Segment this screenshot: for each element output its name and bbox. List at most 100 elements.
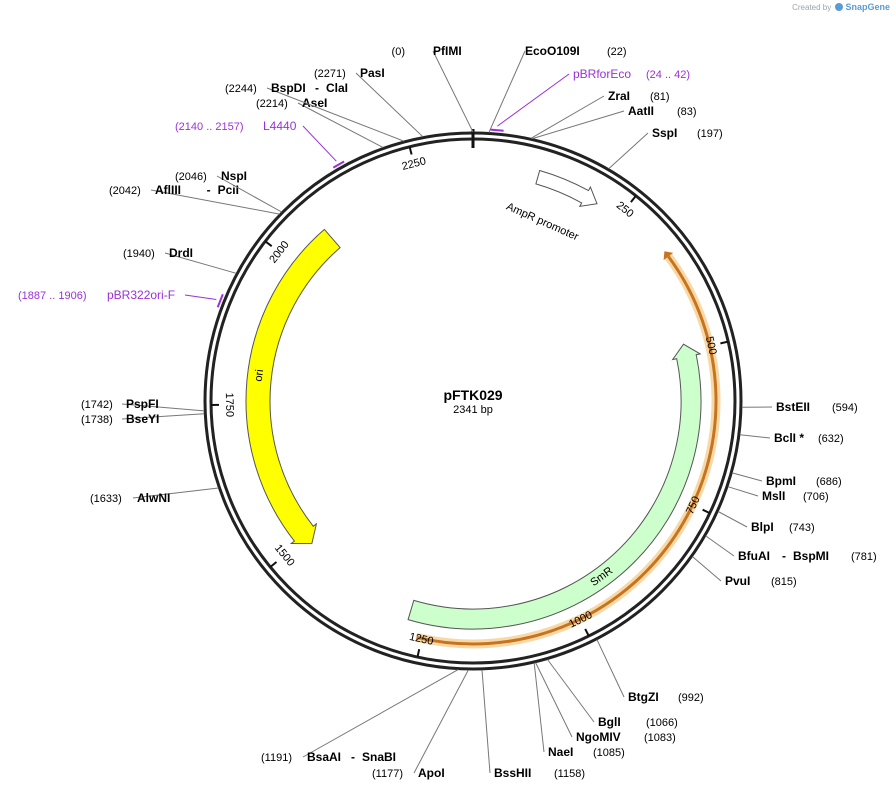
enzyme-position: (1085) bbox=[593, 747, 625, 759]
enzyme-dash: - bbox=[782, 549, 786, 563]
orf-arrowhead bbox=[663, 251, 674, 261]
site-leader-line bbox=[727, 486, 759, 497]
primer-site[interactable]: pBR322ori-F (1887 .. 1906) bbox=[18, 288, 224, 308]
enzyme-name: NaeI bbox=[548, 745, 573, 759]
plasmid-name: pFTK029 bbox=[443, 387, 502, 403]
enzyme-site[interactable]: BspDI-ClaI(2244) bbox=[225, 81, 404, 142]
tick-label: 1000 bbox=[567, 609, 594, 631]
enzyme-name: MslI bbox=[762, 489, 785, 503]
enzyme-name-2: ClaI bbox=[326, 81, 348, 95]
enzyme-site[interactable]: NspI(2046) bbox=[175, 169, 282, 213]
site-leader-line bbox=[216, 175, 282, 213]
feature-ori[interactable] bbox=[245, 228, 341, 545]
enzyme-site[interactable]: BtgZI(992) bbox=[596, 639, 704, 704]
primer-site[interactable]: pBRforEco(24 .. 42) bbox=[490, 67, 691, 132]
enzyme-site[interactable]: DrdI(1940) bbox=[123, 246, 237, 274]
site-leader-line bbox=[432, 50, 474, 133]
tick-label: 1500 bbox=[272, 542, 297, 569]
site-leader-line bbox=[150, 189, 280, 215]
feature-amp-promoter[interactable] bbox=[535, 169, 598, 208]
primer-range: (1887 .. 1906) bbox=[18, 290, 87, 302]
enzyme-name: NgoMIV bbox=[576, 730, 621, 744]
feature-label-amp-promoter: AmpR promoter bbox=[504, 201, 580, 244]
tick-mark bbox=[720, 340, 729, 345]
enzyme-name: AlwNI bbox=[137, 491, 170, 505]
enzyme-name: BseYI bbox=[126, 412, 159, 426]
enzyme-name: AatII bbox=[628, 104, 654, 118]
enzyme-site[interactable]: BlpI(743) bbox=[717, 511, 815, 535]
enzyme-site[interactable]: PvuI(815) bbox=[692, 556, 797, 588]
tick-label: 500 bbox=[703, 335, 719, 356]
enzyme-name: AseI bbox=[302, 96, 327, 110]
enzyme-position: (743) bbox=[789, 522, 815, 534]
site-leader-line bbox=[132, 487, 219, 499]
enzyme-site[interactable]: EcoO109I(22) bbox=[488, 44, 627, 133]
enzyme-site[interactable]: BpmI(686) bbox=[732, 472, 842, 488]
enzyme-site[interactable]: ApoI(1177) bbox=[372, 669, 469, 780]
snapgene-credit: Created by SnapGene bbox=[792, 2, 890, 12]
enzyme-position: (1633) bbox=[90, 493, 122, 505]
enzyme-name: BspDI bbox=[271, 81, 306, 95]
enzyme-name: ApoI bbox=[418, 766, 445, 780]
primer-name: L4440 bbox=[263, 119, 297, 133]
enzyme-site[interactable]: SspI(197) bbox=[608, 126, 723, 170]
enzyme-site[interactable]: AatII(83) bbox=[532, 104, 697, 140]
enzyme-site[interactable]: NaeI (1085) bbox=[533, 662, 625, 759]
primer-site[interactable]: L4440 (2140 .. 2157) bbox=[175, 119, 345, 169]
enzyme-site[interactable]: ZraI(81) bbox=[530, 89, 670, 139]
primer-leader-line bbox=[302, 125, 337, 162]
feature-smr[interactable] bbox=[407, 343, 702, 630]
enzyme-position: (1738) bbox=[81, 414, 113, 426]
enzyme-position: (2214) bbox=[256, 98, 288, 110]
enzyme-site[interactable]: BfuAI-BspMI(781) bbox=[705, 535, 877, 563]
primer-range: (2140 .. 2157) bbox=[175, 121, 244, 133]
enzyme-site[interactable]: PasI(2271) bbox=[314, 66, 424, 138]
enzyme-name-2: BspMI bbox=[793, 549, 829, 563]
enzyme-site[interactable]: BssHII(1158) bbox=[481, 669, 585, 780]
enzyme-position: (197) bbox=[697, 128, 723, 140]
enzyme-name: PspFI bbox=[126, 397, 159, 411]
snapgene-logo-icon bbox=[835, 3, 844, 11]
enzyme-name: DrdI bbox=[169, 246, 193, 260]
tick-label: 1250 bbox=[408, 631, 434, 648]
enzyme-position: (992) bbox=[678, 692, 704, 704]
site-leader-line bbox=[164, 252, 237, 274]
site-label-layer[interactable]: PfIMI(0)EcoO109I(22)ZraI(81)AatII(83)Ssp… bbox=[18, 44, 877, 780]
enzyme-name: ZraI bbox=[608, 89, 630, 103]
enzyme-site[interactable]: PspFI(1742) bbox=[81, 397, 205, 412]
enzyme-site[interactable]: BsaAI-SnaBI(1191) bbox=[261, 669, 459, 764]
enzyme-site[interactable]: NgoMIV(1083) bbox=[535, 662, 676, 744]
enzyme-dash: - bbox=[207, 183, 211, 197]
site-leader-line bbox=[121, 403, 205, 412]
site-leader-line bbox=[297, 102, 384, 148]
site-leader-line bbox=[547, 659, 595, 723]
enzyme-site[interactable]: AflIII-PciI(2042) bbox=[109, 183, 280, 215]
enzyme-name: BclI * bbox=[774, 431, 804, 445]
site-leader-line bbox=[481, 669, 491, 774]
enzyme-site[interactable]: AseI (2214) bbox=[256, 96, 384, 148]
enzyme-site[interactable]: BseYI (1738) bbox=[81, 412, 205, 426]
enzyme-position: (1066) bbox=[646, 717, 678, 729]
enzyme-position: (0) bbox=[392, 46, 405, 58]
enzyme-site[interactable]: BclI *(632) bbox=[739, 431, 844, 445]
enzyme-site[interactable]: PfIMI(0) bbox=[392, 44, 474, 133]
primer-leader-line bbox=[184, 294, 217, 300]
site-leader-line bbox=[535, 662, 573, 738]
enzyme-site[interactable]: BstEII(594) bbox=[741, 400, 858, 414]
enzyme-site[interactable]: MslI (706) bbox=[727, 486, 829, 503]
enzyme-dash: - bbox=[351, 750, 355, 764]
primer-range: (24 .. 42) bbox=[646, 69, 690, 81]
primer-mark bbox=[490, 128, 504, 132]
enzyme-position: (706) bbox=[803, 491, 829, 503]
credit-brand: SnapGene bbox=[845, 2, 890, 12]
enzyme-position: (22) bbox=[607, 46, 627, 58]
orf-arc[interactable] bbox=[416, 255, 718, 646]
enzyme-site[interactable]: AlwNI (1633) bbox=[90, 487, 219, 505]
enzyme-name: BstEII bbox=[776, 400, 810, 414]
site-leader-line bbox=[705, 535, 735, 557]
enzyme-position: (2271) bbox=[314, 68, 346, 80]
primer-name: pBR322ori-F bbox=[107, 288, 175, 302]
site-leader-line bbox=[355, 72, 424, 138]
enzyme-name: NspI bbox=[221, 169, 247, 183]
enzyme-site[interactable]: BglI(1066) bbox=[547, 659, 678, 730]
